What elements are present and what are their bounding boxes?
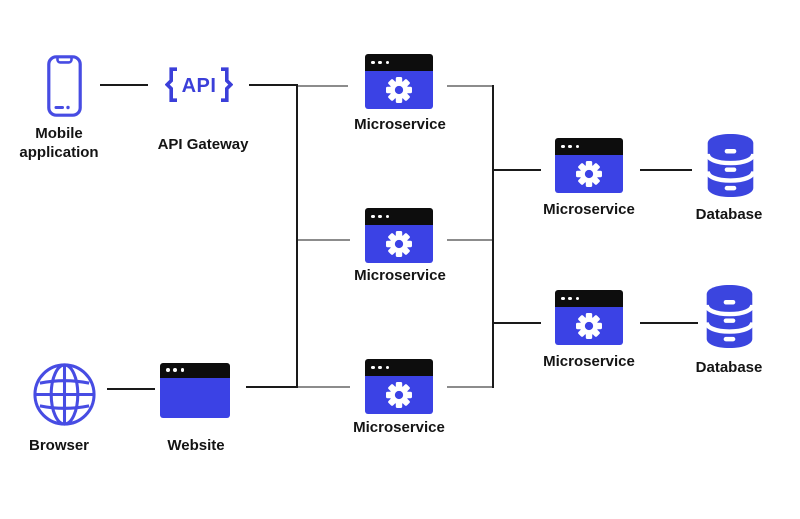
line-trunk-to-ms1 bbox=[298, 85, 348, 87]
titlebar-dot-icon bbox=[371, 365, 375, 370]
node-label: Database bbox=[695, 206, 763, 223]
node-api-gateway: API bbox=[164, 67, 234, 108]
window-titlebar bbox=[365, 54, 433, 71]
titlebar-dot-icon bbox=[575, 144, 580, 149]
window-titlebar bbox=[160, 363, 230, 378]
node-database-1 bbox=[704, 133, 757, 203]
titlebar-dot-icon bbox=[371, 214, 375, 219]
node-label: Browser bbox=[28, 437, 90, 454]
window-body bbox=[365, 376, 433, 414]
node-database-2 bbox=[703, 284, 756, 354]
line-ms5-to-db2 bbox=[640, 322, 698, 324]
line-website-to-trunk bbox=[246, 386, 298, 388]
window-titlebar bbox=[555, 290, 623, 307]
titlebar-dot-icon bbox=[568, 144, 573, 149]
line-ms3-to-right-trunk bbox=[447, 386, 493, 388]
line-mobile-to-gateway bbox=[100, 84, 148, 86]
window-body bbox=[555, 307, 623, 345]
window-body bbox=[555, 155, 623, 193]
titlebar-dot-icon bbox=[371, 60, 375, 65]
left-trunk-line bbox=[296, 84, 298, 388]
node-website bbox=[160, 363, 230, 418]
right-trunk-line bbox=[492, 85, 494, 388]
window-titlebar bbox=[555, 138, 623, 155]
gear-icon bbox=[386, 382, 412, 408]
titlebar-dot-icon bbox=[378, 60, 383, 65]
node-label: Website bbox=[167, 437, 225, 454]
node-label: Microservice bbox=[543, 201, 635, 218]
titlebar-dot-icon bbox=[561, 144, 565, 149]
titlebar-dot-icon bbox=[561, 296, 565, 301]
node-label: API Gateway bbox=[157, 136, 249, 153]
database-icon bbox=[705, 133, 756, 198]
api-icon-text: API bbox=[182, 75, 217, 97]
node-label: Database bbox=[695, 359, 763, 376]
node-microservice-1 bbox=[365, 54, 433, 109]
node-mobile-application bbox=[47, 55, 82, 122]
database-icon bbox=[704, 284, 755, 349]
node-microservice-2 bbox=[365, 208, 433, 263]
titlebar-dot-icon bbox=[385, 214, 390, 219]
window-titlebar bbox=[365, 208, 433, 225]
node-microservice-4 bbox=[555, 138, 623, 193]
line-ms4-to-db1 bbox=[640, 169, 692, 171]
titlebar-dot-icon bbox=[378, 214, 383, 219]
line-right-trunk-to-ms4 bbox=[494, 169, 541, 171]
node-label: Microservice bbox=[354, 116, 446, 133]
node-label: Microservice bbox=[543, 353, 635, 370]
titlebar-dot-icon bbox=[568, 296, 573, 301]
titlebar-dot-icon bbox=[575, 296, 580, 301]
titlebar-dot-icon bbox=[166, 368, 170, 373]
titlebar-dot-icon bbox=[385, 365, 390, 370]
api-braces-icon: API bbox=[164, 67, 234, 102]
window-titlebar bbox=[365, 359, 433, 376]
gear-icon bbox=[576, 313, 602, 339]
window-body bbox=[365, 71, 433, 109]
gear-icon bbox=[386, 77, 412, 103]
window-body bbox=[365, 225, 433, 263]
titlebar-dot-icon bbox=[180, 368, 185, 373]
gear-icon bbox=[386, 231, 412, 257]
line-right-trunk-to-ms5 bbox=[494, 322, 541, 324]
node-label: Microservice bbox=[353, 419, 445, 436]
gear-icon bbox=[576, 161, 602, 187]
node-microservice-5 bbox=[555, 290, 623, 345]
titlebar-dot-icon bbox=[385, 60, 390, 65]
titlebar-dot-icon bbox=[173, 368, 178, 373]
line-ms1-to-right-trunk bbox=[447, 85, 493, 87]
titlebar-dot-icon bbox=[378, 365, 383, 370]
node-label: Microservice bbox=[354, 267, 446, 284]
line-ms2-to-right-trunk bbox=[447, 239, 493, 241]
node-browser bbox=[32, 362, 97, 432]
window-body bbox=[160, 377, 230, 418]
line-trunk-to-ms2 bbox=[298, 239, 350, 241]
line-trunk-to-ms3 bbox=[298, 386, 350, 388]
line-gateway-to-trunk bbox=[249, 84, 298, 86]
line-browser-to-website bbox=[107, 388, 155, 390]
smartphone-icon bbox=[47, 55, 82, 117]
globe-icon bbox=[33, 363, 96, 426]
node-microservice-3 bbox=[365, 359, 433, 414]
node-label: Mobile application bbox=[19, 125, 99, 161]
